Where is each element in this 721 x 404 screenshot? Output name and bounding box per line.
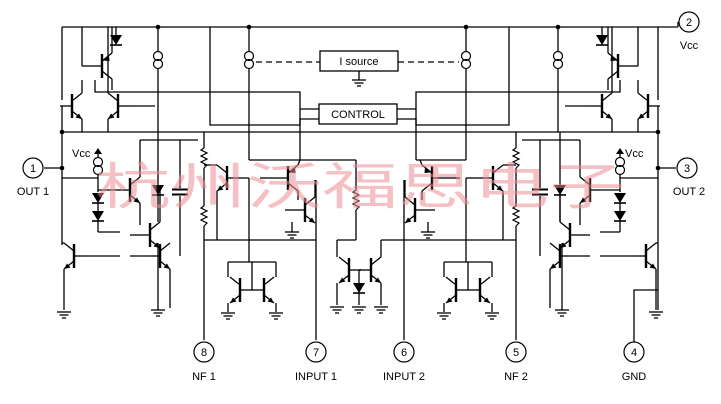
left-vcc-bias: Vcc (72, 148, 120, 233)
isource-block: I source (319, 50, 399, 87)
pin-3-out2: 3 OUT 2 (673, 157, 705, 198)
pin-6-number: 6 (401, 347, 407, 359)
pin-6-input2: 6 INPUT 2 (383, 341, 425, 383)
pin-2-label: Vcc (680, 40, 699, 52)
pin-1-out1: 1 OUT 1 (17, 157, 49, 198)
isource-label: I source (339, 56, 378, 68)
right-current-mirror (436, 261, 500, 320)
current-source-left-a (152, 24, 164, 132)
right-local-vcc-label: Vcc (625, 148, 644, 160)
current-source-right-a (460, 24, 472, 160)
pin-5-label: NF 2 (504, 371, 528, 383)
current-source-right-b (552, 24, 564, 132)
left-output-stage (58, 27, 155, 135)
right-output-stage (565, 27, 662, 135)
pin-7-input1: 7 INPUT 1 (295, 341, 337, 383)
pin-5-nf2: 5 NF 2 (504, 341, 528, 383)
left-feedback-network (200, 132, 316, 340)
right-driver-transistors (548, 132, 664, 319)
control-block: CONTROL (94, 27, 621, 160)
centre-input-pair (329, 239, 404, 314)
control-label: CONTROL (331, 109, 385, 121)
pin-8-number: 8 (201, 347, 207, 359)
pin-1-label: OUT 1 (17, 186, 49, 198)
pin-4-gnd: 4 GND (622, 341, 647, 383)
left-input-stage (204, 159, 360, 340)
pin-5-number: 5 (513, 347, 519, 359)
left-driver-transistors (56, 132, 180, 319)
pin-3-number: 3 (684, 163, 690, 175)
left-current-mirror (220, 261, 284, 320)
pin-3-label: OUT 2 (673, 186, 705, 198)
pin-8-label: NF 1 (192, 371, 216, 383)
left-compensation-cap (171, 139, 198, 256)
pin-4-label: GND (622, 371, 647, 383)
right-compensation-cap (522, 139, 580, 256)
pin-7-number: 7 (313, 347, 319, 359)
pin-2-vcc: 2 Vcc (677, 11, 700, 52)
gnd-pin-trace (633, 245, 659, 342)
pin-7-label: INPUT 1 (295, 371, 337, 383)
current-source-left-b (243, 24, 255, 160)
pin-4-number: 4 (631, 347, 637, 359)
pin-8-nf1: 8 NF 1 (192, 341, 216, 383)
pin-6-label: INPUT 2 (383, 371, 425, 383)
pin-1-number: 1 (30, 163, 36, 175)
watermark-text: 杭州沃福思电子 (95, 158, 625, 216)
left-local-vcc-label: Vcc (72, 148, 91, 160)
right-input-stage (403, 159, 516, 340)
pin-2-number: 2 (686, 17, 692, 29)
right-feedback-network (404, 132, 520, 340)
left-out-node (44, 132, 98, 245)
right-out-node (620, 132, 676, 245)
